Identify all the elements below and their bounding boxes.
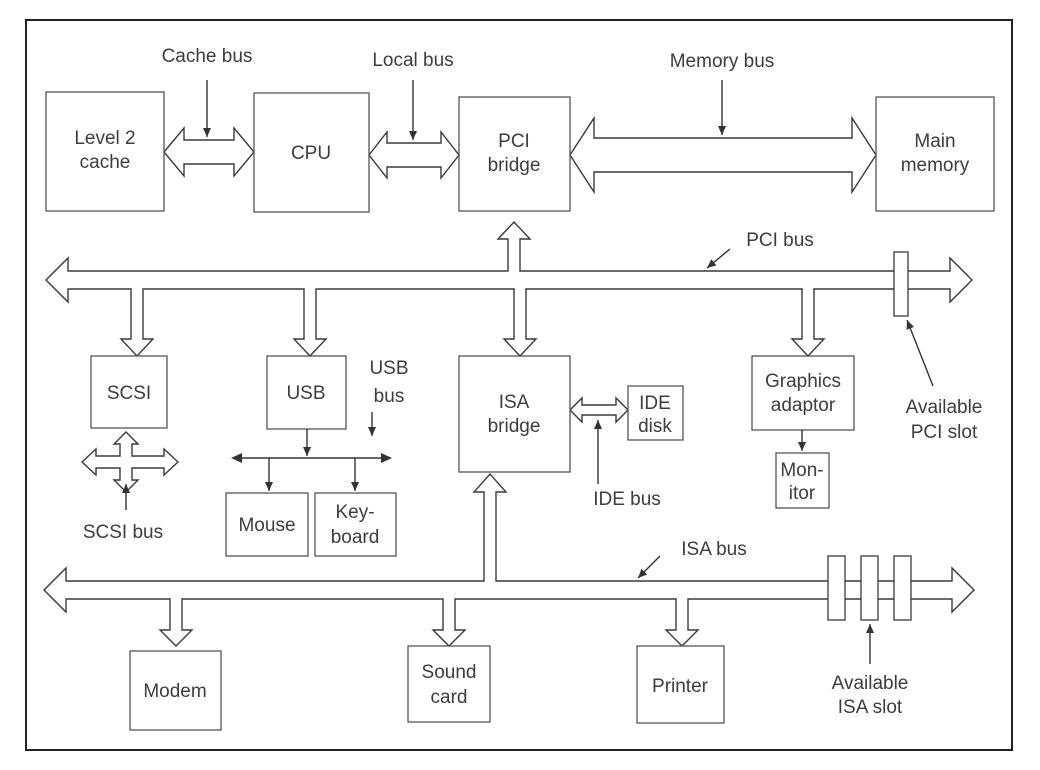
ide-disk-box bbox=[627, 385, 684, 441]
main-memory-label-line1: Main bbox=[914, 131, 955, 152]
scsi-bus-label: SCSI bus bbox=[83, 522, 163, 543]
isa-bridge-label-line1: ISA bbox=[499, 392, 530, 413]
pci-slot-label-line1: Available bbox=[906, 397, 983, 418]
keyboard-box bbox=[314, 492, 397, 557]
sound-card-label-line1: Sound bbox=[422, 662, 477, 683]
local-bus-label: Local bus bbox=[372, 50, 453, 71]
isa-slot-2 bbox=[860, 555, 879, 621]
monitor-label-line1: Mon- bbox=[780, 460, 823, 481]
pci-bus-arrow bbox=[45, 220, 973, 358]
memory-bus-label: Memory bus bbox=[670, 51, 775, 72]
graphics-adaptor-box bbox=[751, 355, 855, 431]
usb-box bbox=[266, 355, 347, 430]
isa-slot-1 bbox=[827, 555, 846, 621]
usb-bus-right-head bbox=[381, 453, 392, 463]
modem-box bbox=[129, 650, 222, 731]
ide-bus-label: IDE bus bbox=[593, 489, 661, 510]
isa-slot-3 bbox=[893, 555, 912, 621]
pci-bus-pointer bbox=[706, 248, 731, 269]
usb-bus-label-line1: USB bbox=[369, 358, 408, 379]
printer-box bbox=[636, 645, 725, 724]
monitor-label-line2: itor bbox=[789, 483, 816, 504]
pci-slot bbox=[893, 251, 909, 317]
isa-bus-arrow bbox=[43, 472, 975, 647]
usb-bus-left-head bbox=[231, 453, 242, 463]
isa-slot-label-line2: ISA slot bbox=[838, 697, 903, 718]
isa-bridge-label-line2: bridge bbox=[488, 416, 541, 437]
cpu-box bbox=[253, 92, 370, 213]
isa-bus-label: ISA bus bbox=[681, 539, 747, 560]
keyboard-label-line1: Key- bbox=[335, 502, 374, 523]
keyboard-label-line2: board bbox=[331, 527, 380, 548]
sound-card-label-line2: card bbox=[431, 687, 468, 708]
level2-cache-box bbox=[45, 91, 165, 212]
graphics-adaptor-label-line1: Graphics bbox=[765, 371, 841, 392]
ide-disk-label-line2: disk bbox=[638, 416, 672, 437]
main-memory-box bbox=[875, 96, 995, 212]
level2-cache-label-line1: Level 2 bbox=[74, 128, 135, 149]
isa-slot-label-line1: Available bbox=[832, 673, 909, 694]
isa-bus-pointer bbox=[637, 555, 661, 579]
mouse-box bbox=[225, 492, 309, 557]
level2-cache-label-line2: cache bbox=[80, 152, 131, 173]
sound-card-box bbox=[407, 645, 491, 723]
pci-slot-label-line2: PCI slot bbox=[911, 422, 978, 443]
pci-bus-label: PCI bus bbox=[746, 230, 814, 251]
cache-bus-label: Cache bus bbox=[162, 46, 253, 67]
usb-label: USB bbox=[286, 383, 325, 404]
scsi-box bbox=[90, 355, 168, 429]
mouse-label: Mouse bbox=[238, 515, 295, 536]
isa-bridge-box bbox=[458, 355, 571, 473]
pci-slot-pointer bbox=[906, 319, 934, 387]
pci-bridge-label-line1: PCI bbox=[498, 131, 530, 152]
modem-label: Modem bbox=[143, 681, 206, 702]
pci-bridge-box bbox=[458, 96, 571, 212]
usb-bus-label-line2: bus bbox=[374, 386, 405, 407]
graphics-adaptor-label-line2: adaptor bbox=[771, 395, 836, 416]
monitor-box bbox=[775, 452, 830, 509]
cpu-label: CPU bbox=[291, 143, 331, 164]
printer-label: Printer bbox=[652, 676, 709, 697]
main-memory-label-line2: memory bbox=[901, 155, 970, 176]
ide-disk-label-line1: IDE bbox=[639, 393, 671, 414]
pci-bridge-label-line2: bridge bbox=[488, 155, 541, 176]
scsi-label: SCSI bbox=[107, 383, 151, 404]
